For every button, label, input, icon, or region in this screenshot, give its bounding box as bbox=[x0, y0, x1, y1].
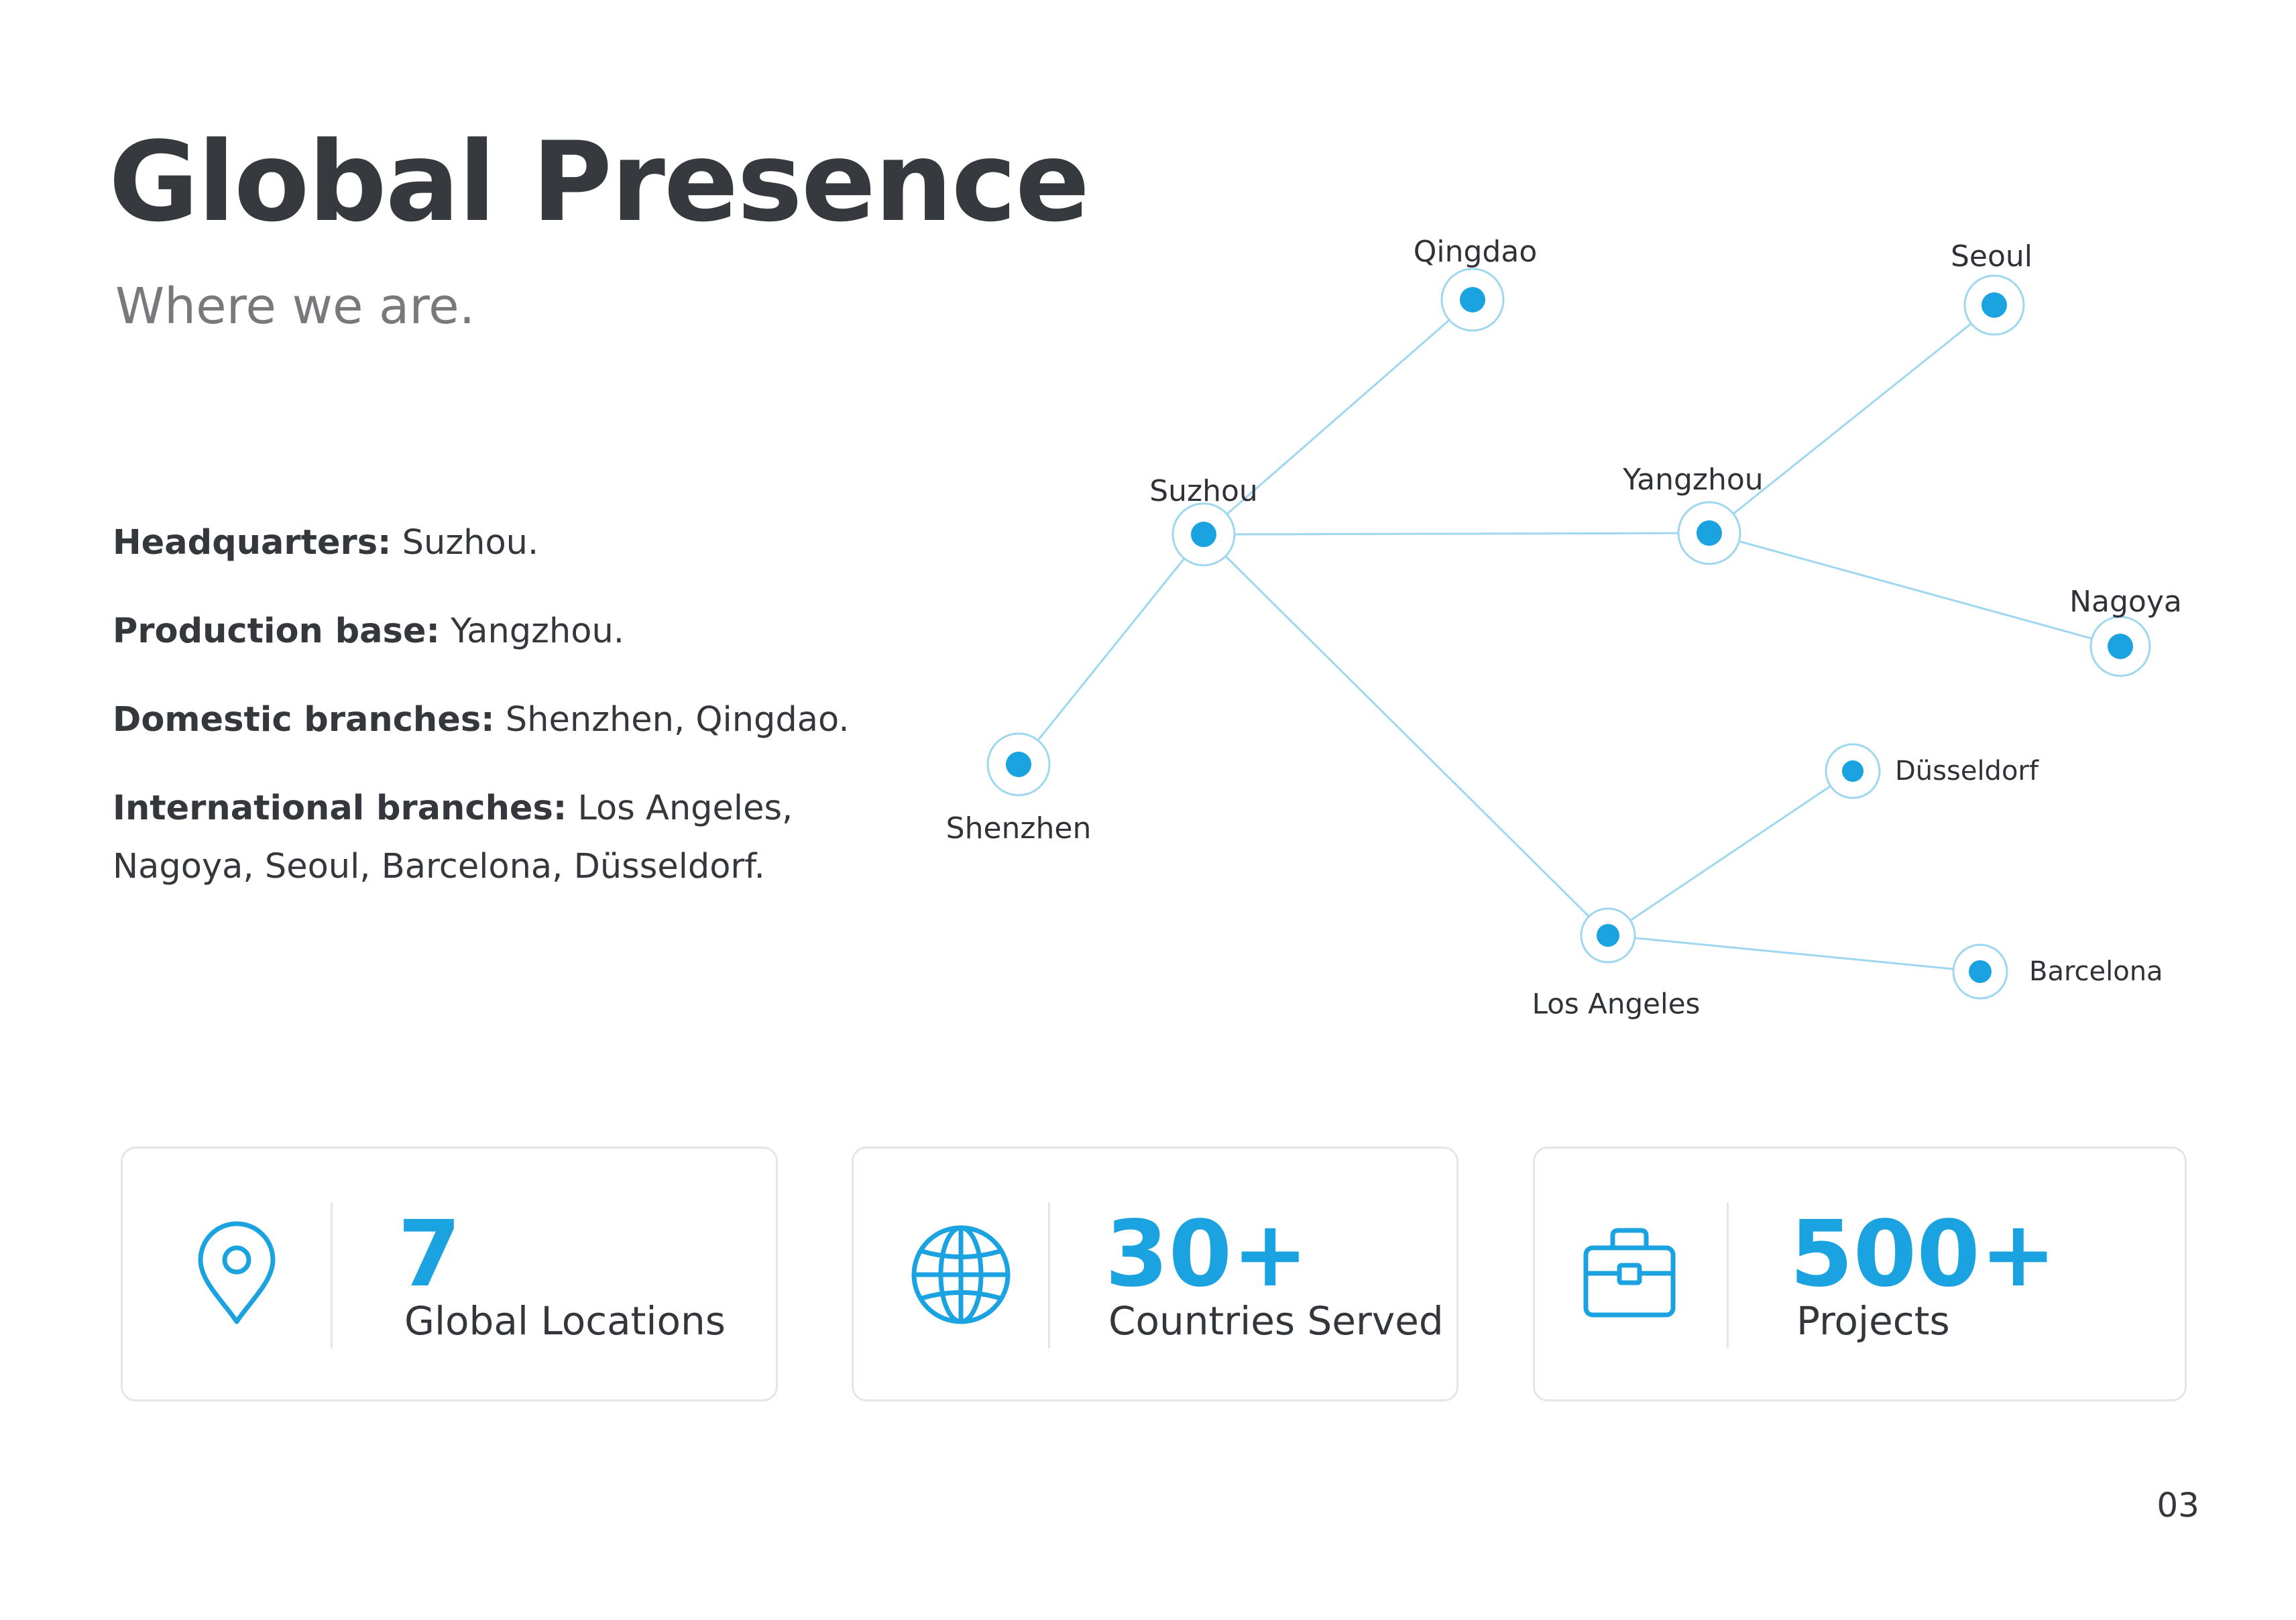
node-label-yangzhou: Yangzhou bbox=[1622, 463, 1763, 497]
domestic-line: Domestic branches: Shenzhen, Qingdao. bbox=[113, 700, 944, 740]
node-seoul: Seoul bbox=[1951, 239, 2032, 336]
node-dot bbox=[1697, 520, 1722, 546]
node-dot bbox=[1842, 760, 1863, 782]
node-label-qingdao: Qingdao bbox=[1414, 235, 1538, 269]
headquarters-line: Headquarters: Suzhou. bbox=[113, 523, 944, 563]
edge-suzhou-shenzhen bbox=[1017, 534, 1205, 765]
edge-losangeles-dusseldorf bbox=[1607, 770, 1853, 937]
node-label-suzhou: Suzhou bbox=[1149, 474, 1258, 508]
node-label-nagoya: Nagoya bbox=[2069, 585, 2182, 619]
international-line-continued: Nagoya, Seoul, Barcelona, Düsseldorf. bbox=[113, 829, 944, 905]
edge-yangzhou-nagoya bbox=[1709, 532, 2121, 648]
stat-divider bbox=[1727, 1202, 1729, 1348]
edge-suzhou-losangeles bbox=[1202, 533, 1609, 937]
node-dusseldorf: Düsseldorf bbox=[1825, 743, 2039, 799]
stat-card-projects: 500+ Projects bbox=[1533, 1147, 2187, 1401]
map-pin-icon bbox=[198, 1221, 276, 1324]
node-shenzhen: Shenzhen bbox=[946, 732, 1092, 846]
headquarters-label: Headquarters: bbox=[113, 523, 392, 563]
node-suzhou: Suzhou bbox=[1149, 474, 1258, 567]
edge-suzhou-yangzhou bbox=[1203, 532, 1710, 536]
globe-icon bbox=[911, 1225, 1011, 1324]
stat-card-locations: 7 Global Locations bbox=[121, 1147, 778, 1401]
international-value: Los Angeles, bbox=[577, 789, 793, 828]
international-value-continued: Nagoya, Seoul, Barcelona, Düsseldorf. bbox=[113, 847, 765, 886]
location-network-diagram: Suzhou Qingdao SeoulYangzhouNagoyaShenzhen… bbox=[946, 235, 2182, 1021]
production-value: Yangzhou. bbox=[451, 612, 624, 651]
edge-losangeles-barcelona bbox=[1607, 934, 1981, 973]
domestic-value: Shenzhen, Qingdao. bbox=[505, 700, 850, 740]
stat-value: 7 bbox=[398, 1202, 461, 1308]
node-yangzhou: Yangzhou bbox=[1622, 463, 1764, 565]
node-barcelona: Barcelona bbox=[1952, 943, 2163, 1000]
edge-suzhou-qingdao bbox=[1203, 298, 1473, 536]
stat-label: Countries Served bbox=[1108, 1298, 1444, 1344]
stat-card-countries: 30+ Countries Served bbox=[852, 1147, 1458, 1401]
node-dot bbox=[1982, 292, 2007, 318]
node-dot bbox=[1006, 752, 1031, 777]
network-edges bbox=[1017, 298, 2121, 973]
node-dot bbox=[1597, 924, 1619, 947]
international-label: International branches: bbox=[113, 789, 567, 828]
page-number: 03 bbox=[2157, 1486, 2199, 1525]
node-losangeles: Los Angeles bbox=[1532, 907, 1701, 1021]
node-dot bbox=[1969, 960, 1992, 983]
headquarters-value: Suzhou. bbox=[402, 523, 539, 563]
stat-value: 30+ bbox=[1105, 1202, 1309, 1308]
stat-divider bbox=[1048, 1202, 1050, 1348]
stat-divider bbox=[331, 1202, 333, 1348]
briefcase-icon bbox=[1583, 1228, 1676, 1318]
node-dot bbox=[2108, 634, 2133, 659]
node-label-dusseldorf: Düsseldorf bbox=[1895, 756, 2039, 787]
stat-label: Projects bbox=[1796, 1298, 1950, 1344]
node-dot bbox=[1191, 522, 1216, 547]
page-subtitle: Where we are. bbox=[115, 278, 475, 335]
edge-yangzhou-seoul bbox=[1709, 304, 1995, 534]
node-nagoya: Nagoya bbox=[2069, 585, 2182, 677]
production-label: Production base: bbox=[113, 612, 440, 651]
stat-value: 500+ bbox=[1790, 1202, 2057, 1308]
node-label-seoul: Seoul bbox=[1951, 239, 2032, 274]
locations-info: Headquarters: Suzhou. Production base: Y… bbox=[113, 523, 944, 953]
node-label-shenzhen: Shenzhen bbox=[946, 811, 1092, 846]
node-dot bbox=[1460, 287, 1485, 312]
page-title: Global Presence bbox=[109, 118, 1090, 246]
node-label-losangeles: Los Angeles bbox=[1532, 988, 1701, 1021]
node-label-barcelona: Barcelona bbox=[2029, 956, 2163, 987]
production-line: Production base: Yangzhou. bbox=[113, 612, 944, 652]
network-nodes: Suzhou Qingdao SeoulYangzhouNagoyaShenzhen… bbox=[946, 235, 2182, 1021]
domestic-label: Domestic branches: bbox=[113, 700, 495, 740]
international-line: International branches: Los Angeles, bbox=[113, 789, 944, 829]
stat-label: Global Locations bbox=[404, 1298, 726, 1344]
node-qingdao: Qingdao bbox=[1414, 235, 1538, 332]
